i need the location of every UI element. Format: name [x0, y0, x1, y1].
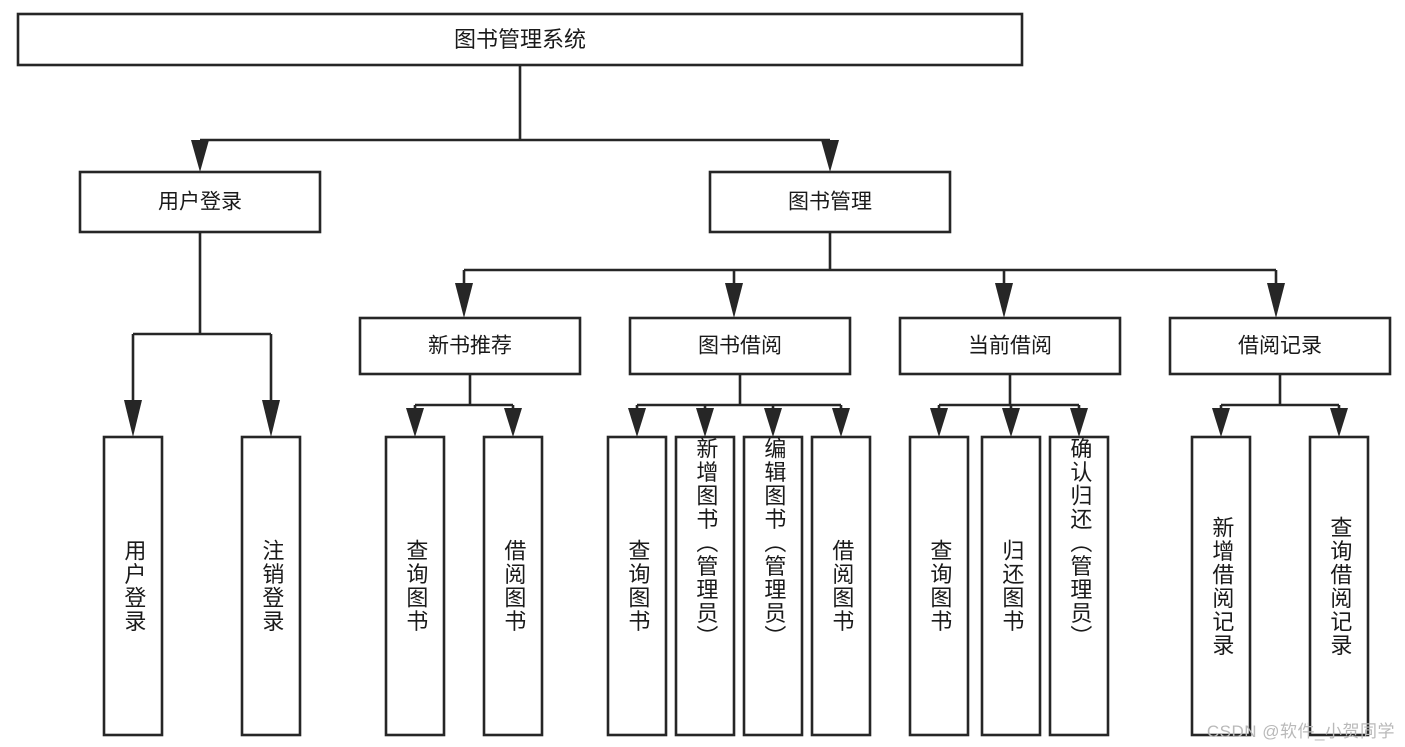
- arrow-head-new-book-rec: [455, 283, 473, 318]
- node-borrow-record[interactable]: 借阅记录: [1168, 316, 1392, 376]
- leaf-box-add-borrow-record[interactable]: [1190, 435, 1252, 737]
- arrow-head-nbr-leaf-1: [406, 408, 424, 437]
- book-borrow-label: 图书借阅: [698, 335, 782, 358]
- arrow-head-cb-leaf-3: [1070, 408, 1088, 437]
- node-root[interactable]: 图书管理系统: [16, 12, 1024, 67]
- arrow-head-leaf-logout: [262, 400, 280, 437]
- user-login-label: 用户登录: [158, 191, 242, 214]
- node-new-book-recommend[interactable]: 新书推荐: [358, 316, 582, 376]
- leaf-box-query-book-nbr[interactable]: [384, 435, 446, 737]
- borrow-record-box[interactable]: [1168, 316, 1392, 376]
- leaf-box-add-book-admin[interactable]: [674, 435, 736, 737]
- arrow-head-br-leaf-2: [1330, 408, 1348, 437]
- node-book-management[interactable]: 图书管理: [708, 170, 952, 234]
- arrow-head-borrow-record: [1267, 283, 1285, 318]
- leaf-box-borrow-book-bb[interactable]: [810, 435, 872, 737]
- leaf-box-query-book-bb[interactable]: [606, 435, 668, 737]
- current-borrow-box[interactable]: [898, 316, 1122, 376]
- leaf-box-logout[interactable]: [240, 435, 302, 737]
- book-management-box[interactable]: [708, 170, 952, 234]
- arrow-head-bb-leaf-2: [696, 408, 714, 437]
- node-book-borrow[interactable]: 图书借阅: [628, 316, 852, 376]
- leaf-box-edit-book-admin[interactable]: [742, 435, 804, 737]
- node-current-borrow[interactable]: 当前借阅: [898, 316, 1122, 376]
- book-management-label: 图书管理: [788, 191, 872, 214]
- new-book-recommend-box[interactable]: [358, 316, 582, 376]
- borrow-record-label: 借阅记录: [1238, 335, 1322, 358]
- leaf-box-query-book-cb[interactable]: [908, 435, 970, 737]
- leaf-box-user-login[interactable]: [102, 435, 164, 737]
- arrow-head-bb-leaf-1: [628, 408, 646, 437]
- user-login-box[interactable]: [78, 170, 322, 234]
- leaf-box-return-book[interactable]: [980, 435, 1042, 737]
- arrow-head-bb-leaf-3: [764, 408, 782, 437]
- root-box[interactable]: [16, 12, 1024, 67]
- leaf-box-layer[interactable]: [102, 435, 1370, 737]
- arrow-head-current-borrow: [995, 283, 1013, 318]
- leaf-box-confirm-return-admin[interactable]: [1048, 435, 1110, 737]
- book-borrow-box[interactable]: [628, 316, 852, 376]
- arrow-head-book-borrow: [725, 283, 743, 318]
- leaf-box-query-borrow-record[interactable]: [1308, 435, 1370, 737]
- arrow-head-leaf-user-login: [124, 400, 142, 437]
- arrow-head-nbr-leaf-2: [504, 408, 522, 437]
- arrow-head-book-mgmt: [821, 140, 839, 172]
- arrow-head-bb-leaf-4: [832, 408, 850, 437]
- current-borrow-label: 当前借阅: [968, 335, 1052, 358]
- connector-layer: [124, 65, 1348, 437]
- leaf-box-borrow-book-nbr[interactable]: [482, 435, 544, 737]
- arrow-head-cb-leaf-1: [930, 408, 948, 437]
- arrow-head-br-leaf-1: [1212, 408, 1230, 437]
- watermark-text: CSDN @软件_小贺同学: [1206, 722, 1395, 741]
- new-book-recommend-label: 新书推荐: [428, 335, 512, 358]
- node-user-login[interactable]: 用户登录: [78, 170, 322, 234]
- arrow-head-cb-leaf-2: [1002, 408, 1020, 437]
- root-label: 图书管理系统: [454, 27, 586, 52]
- arrow-head-user-login: [191, 140, 209, 172]
